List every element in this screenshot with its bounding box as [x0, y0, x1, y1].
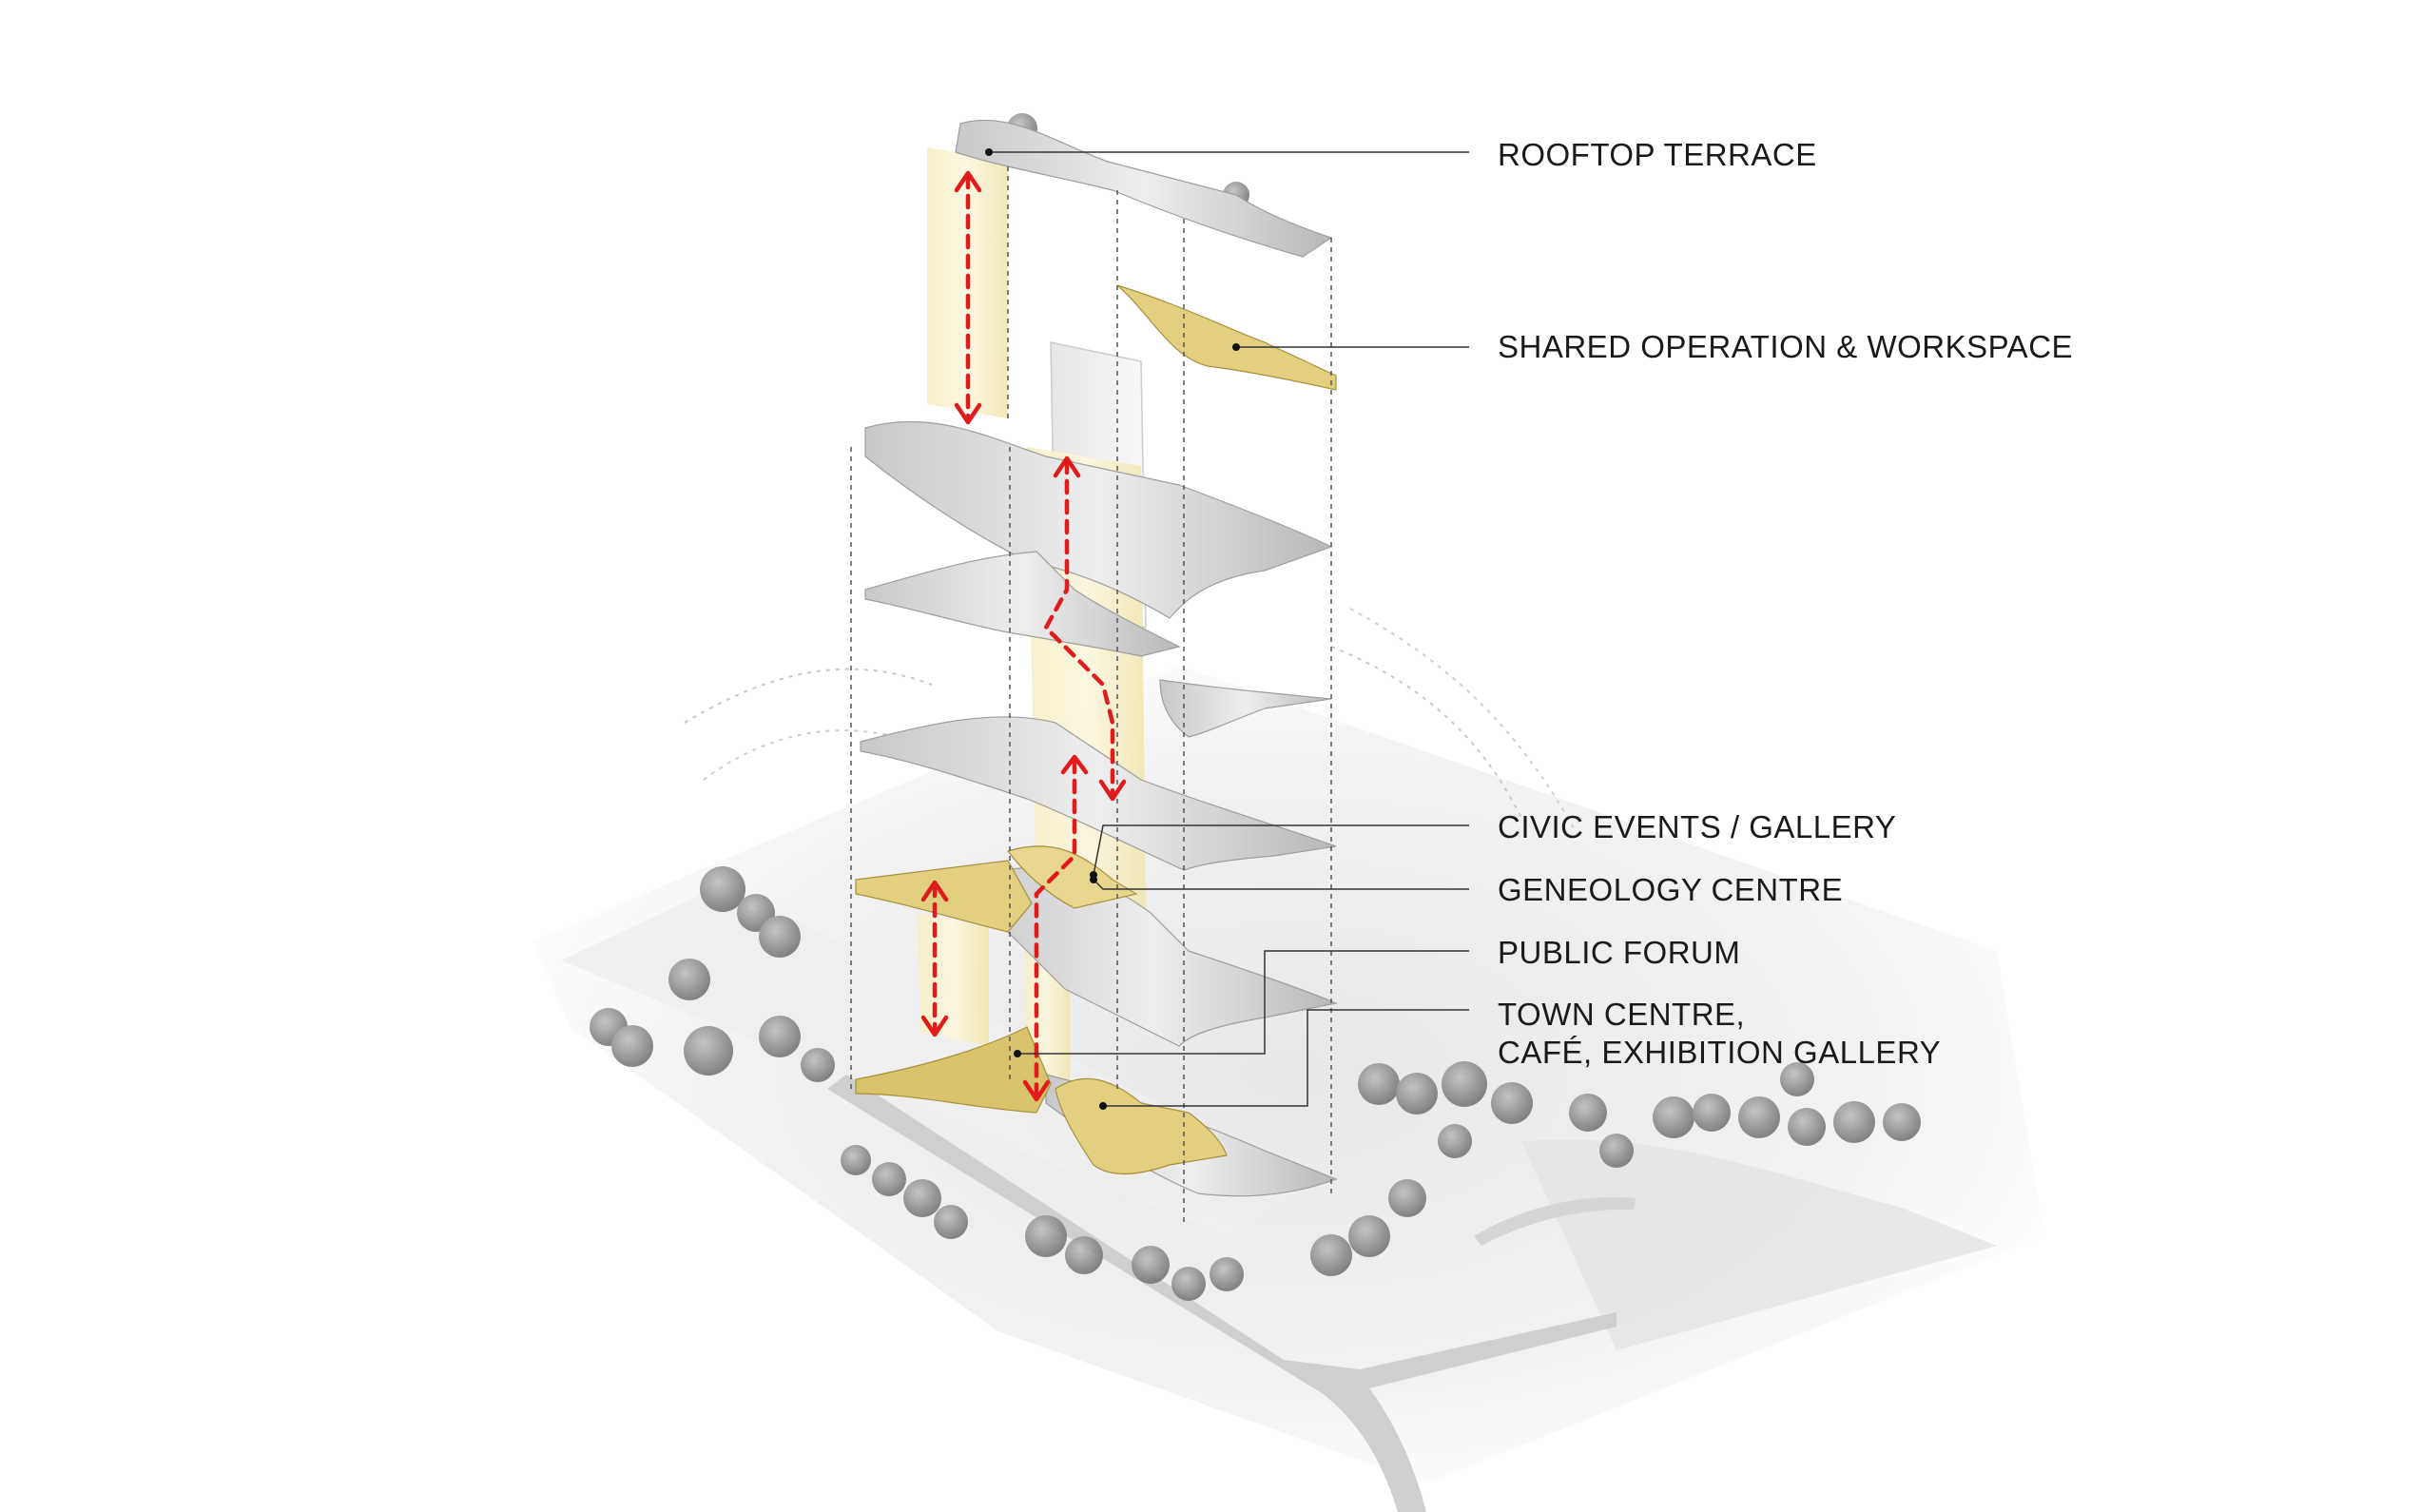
slab-level-6 [864, 420, 1333, 619]
label-shared-operation-workspace: SHARED OPERATION & WORKSPACE [1498, 329, 2074, 364]
road [827, 1075, 1617, 1512]
slab-town-centre [855, 1026, 1052, 1114]
label-town-centre-line2: CAFÉ, EXHIBITION GALLERY [1498, 1035, 1942, 1070]
label-civic-events-gallery: CIVIC EVENTS / GALLERY [1498, 809, 1897, 844]
slab-civic [1007, 845, 1138, 909]
label-town-centre-line1: TOWN CENTRE, [1498, 997, 1746, 1032]
slab-shared-workspace [1116, 284, 1337, 391]
slab-cafe [1055, 1077, 1228, 1174]
slab-level-5 [864, 551, 1181, 657]
slab-level-4 [1159, 679, 1332, 738]
program-slabs [855, 284, 1337, 1174]
projection-lines [850, 166, 1332, 1227]
leader-civic [1093, 824, 1469, 876]
leader-forum [1017, 950, 1469, 1055]
label-rooftop-terrace: ROOFTOP TERRACE [1498, 137, 1817, 172]
label-town-centre: TOWN CENTRE, CAFÉ, EXHIBITION GALLERY [1498, 996, 1941, 1072]
arrowheads [920, 170, 1127, 1102]
circulation-arrows [932, 173, 1115, 1096]
slab-level-3 [860, 716, 1337, 871]
leader-town [1103, 1009, 1469, 1107]
leader-geneology [1093, 879, 1469, 890]
label-geneology-centre: GENEOLOGY CENTRE [1498, 872, 1844, 907]
leader-lines [989, 151, 1469, 1107]
label-public-forum: PUBLIC FORUM [1498, 935, 1741, 970]
slab-rooftop [955, 119, 1333, 258]
trees [590, 113, 1921, 1301]
leader-dots [985, 148, 1240, 1110]
